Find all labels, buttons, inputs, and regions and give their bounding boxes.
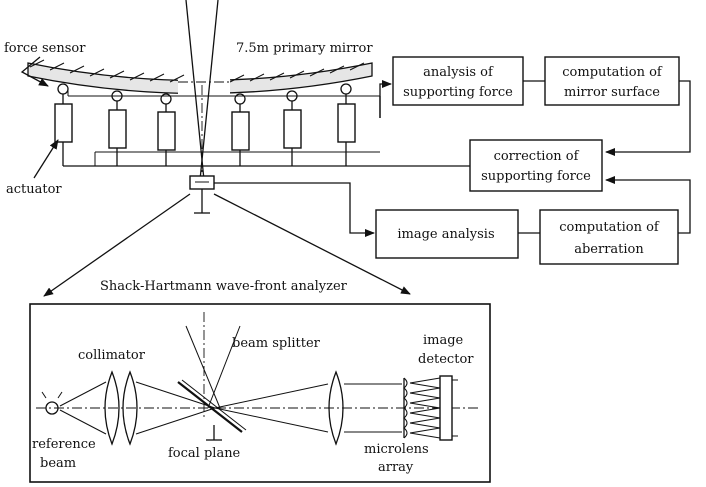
force-sensor-label: force sensor <box>4 41 86 56</box>
beam-splitter <box>177 381 243 433</box>
relay-lens <box>328 370 344 446</box>
focal-plane-label: focal plane <box>168 446 241 461</box>
microlens-array-label-1: microlens <box>364 442 429 457</box>
actuator-row <box>54 83 470 167</box>
box-image-analysis-text: image analysis <box>397 227 494 242</box>
box-image-analysis: image analysis <box>375 209 519 259</box>
box-aberration-line1: computation of <box>559 220 660 235</box>
mirror-to-correction-arrow <box>605 80 691 156</box>
incoming-beams <box>185 0 219 181</box>
box-analysis-line1: analysis of <box>423 65 494 80</box>
reference-source-icon <box>45 401 59 415</box>
primary-mirror <box>27 59 373 97</box>
image-detector-label-2: detector <box>418 352 474 367</box>
actuator-arrow <box>33 139 59 179</box>
arrow-to-analyzer-left <box>43 193 191 297</box>
microlens-array <box>403 377 441 439</box>
shack-hartmann-box: collimator beam splitter image detector … <box>29 303 491 483</box>
box-correction-line1: correction of <box>494 149 580 164</box>
primary-mirror-label: 7.5m primary mirror <box>236 41 373 56</box>
focus-sensor <box>189 175 215 214</box>
actuator-label: actuator <box>6 182 62 197</box>
box-mirror-line2: mirror surface <box>564 85 660 100</box>
collimator-lens-2 <box>122 370 138 446</box>
box-analysis-supporting-force: analysis of supporting force <box>392 56 524 106</box>
bus-to-analysis-arrow <box>379 80 392 118</box>
collimator-lens-1 <box>104 370 120 446</box>
box-mirror-line1: computation of <box>562 65 663 80</box>
box-aberration-line2: aberration <box>574 242 644 257</box>
force-sensor-arrow <box>20 56 49 87</box>
sensor-to-image-analysis <box>214 182 375 237</box>
box-computation-mirror-surface: computation of mirror surface <box>544 56 680 106</box>
microlens-array-label-2: array <box>378 460 414 475</box>
image-detector-label-1: image <box>423 333 464 348</box>
shack-hartmann-title: Shack-Hartmann wave-front analyzer <box>100 279 348 294</box>
aberration-to-correction-arrow <box>605 176 691 234</box>
box-computation-aberration: computation of aberration <box>539 209 679 265</box>
box-correction-supporting-force: correction of supporting force <box>469 139 603 192</box>
arrow-to-analyzer-right <box>213 193 411 295</box>
reference-beam-label-1: reference <box>32 437 96 452</box>
image-detector <box>439 375 453 441</box>
box-analysis-line2: supporting force <box>403 85 513 100</box>
box-correction-line2: supporting force <box>481 169 591 184</box>
reference-beam-label-2: beam <box>40 456 76 471</box>
beam-splitter-label: beam splitter <box>232 336 321 351</box>
collimator-label: collimator <box>78 348 146 363</box>
